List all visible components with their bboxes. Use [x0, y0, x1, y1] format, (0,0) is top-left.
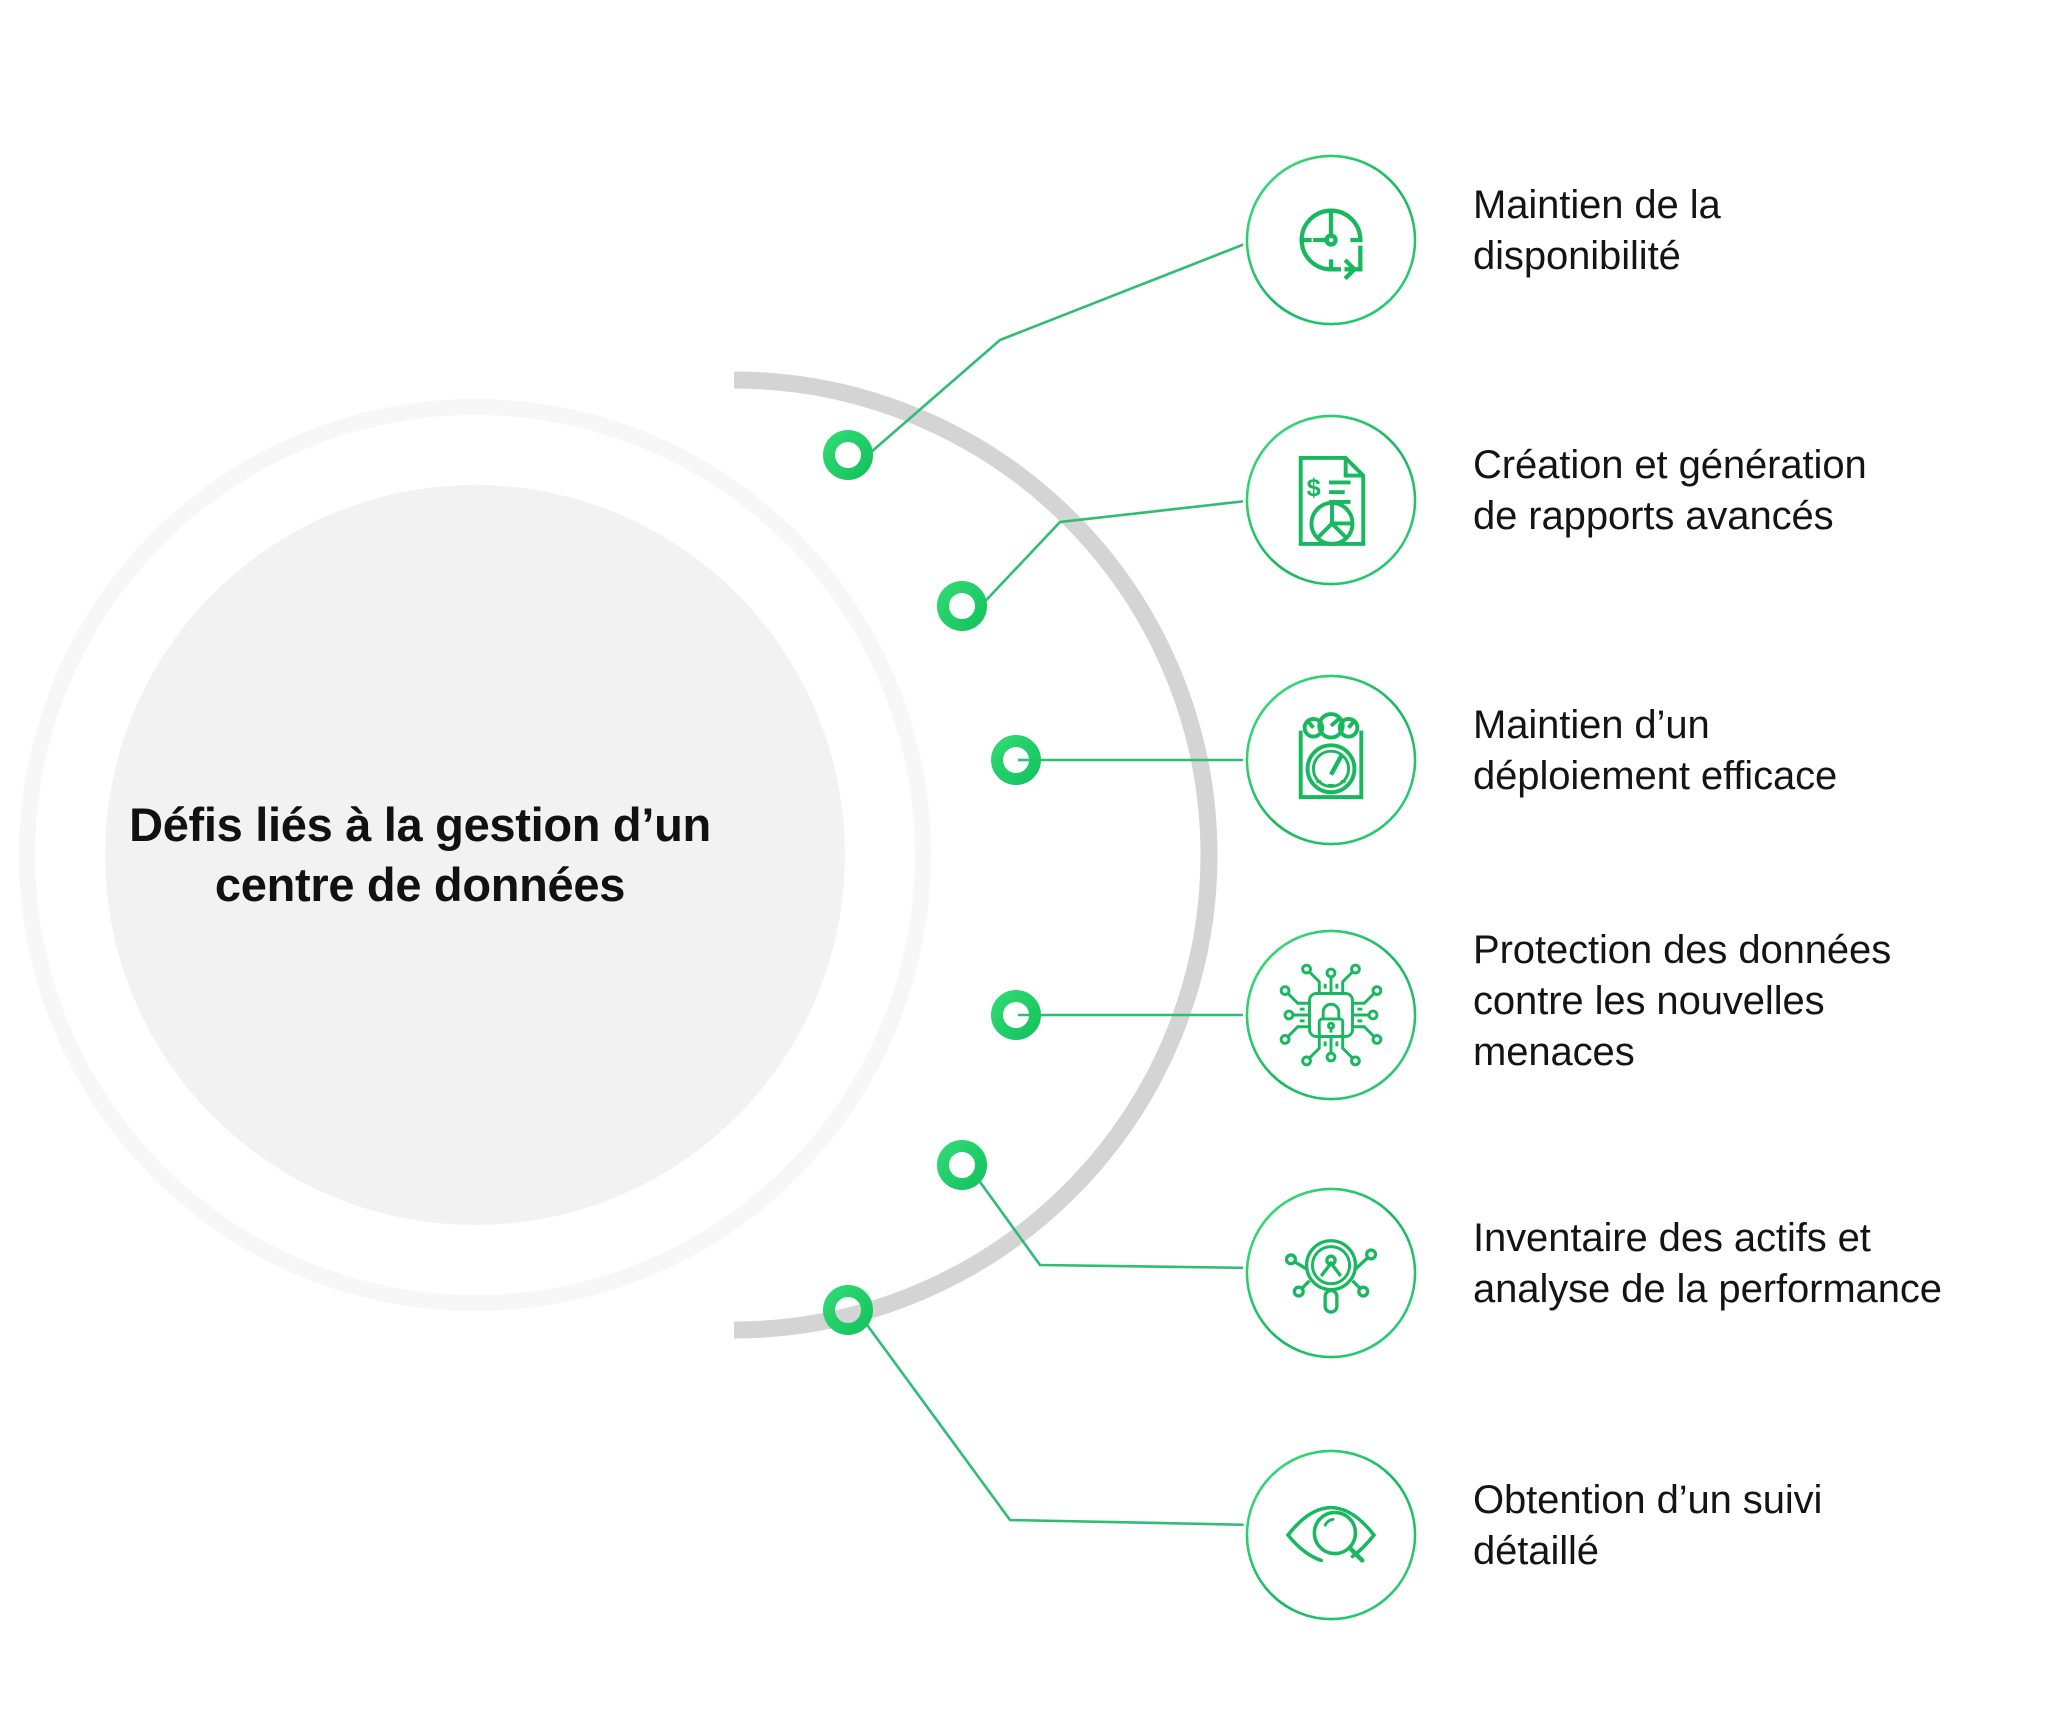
item-label-5: Inventaire des actifs et analyse de la p… — [1473, 1216, 1942, 1312]
magnifier-network-icon — [1284, 1239, 1378, 1314]
gauge-dashboard-icon — [1298, 712, 1364, 800]
outer-ring — [19, 399, 931, 1311]
eye-magnifier-icon — [1286, 1505, 1377, 1563]
icon-circle-3[interactable] — [1243, 672, 1419, 848]
clock-refresh-icon — [1299, 208, 1363, 281]
svg-text:$: $ — [1307, 474, 1321, 502]
icon-circle-4[interactable] — [1243, 927, 1419, 1103]
center-title: Défis liés à la gestion d’un centre de d… — [129, 798, 711, 912]
arc-node-1[interactable] — [823, 430, 873, 480]
arc-node-2[interactable] — [937, 581, 987, 631]
icon-circle-5[interactable] — [1243, 1185, 1419, 1361]
financial-report-icon: $ — [1298, 456, 1366, 546]
arc-node-3[interactable] — [991, 735, 1041, 785]
arc-node-6[interactable] — [823, 1285, 873, 1335]
center-disc — [105, 485, 845, 1225]
item-label-4: Protection des données contre les nouvel… — [1473, 928, 1892, 1075]
chip-lock-icon — [1279, 963, 1383, 1067]
arc-node-5[interactable] — [937, 1140, 987, 1190]
progress-arc — [733, 371, 1218, 1339]
connector-5 — [973, 1174, 1256, 1270]
connector-6 — [860, 1317, 1256, 1527]
icon-circle-1[interactable] — [1243, 152, 1419, 328]
item-label-1: Maintien de la disponibilité — [1473, 183, 1721, 279]
item-label-2: Création et génération de rapports avanc… — [1473, 443, 1867, 539]
icon-circle-2[interactable]: $ — [1243, 412, 1419, 588]
item-label-6: Obtention d’un suivi détaillé — [1473, 1478, 1823, 1574]
connector-1 — [861, 238, 1256, 461]
arc-node-4[interactable] — [991, 990, 1041, 1040]
connector-2 — [974, 498, 1256, 613]
icon-circle-6[interactable] — [1243, 1447, 1419, 1623]
item-label-3: Maintien d’un déploiement efficace — [1473, 703, 1838, 799]
